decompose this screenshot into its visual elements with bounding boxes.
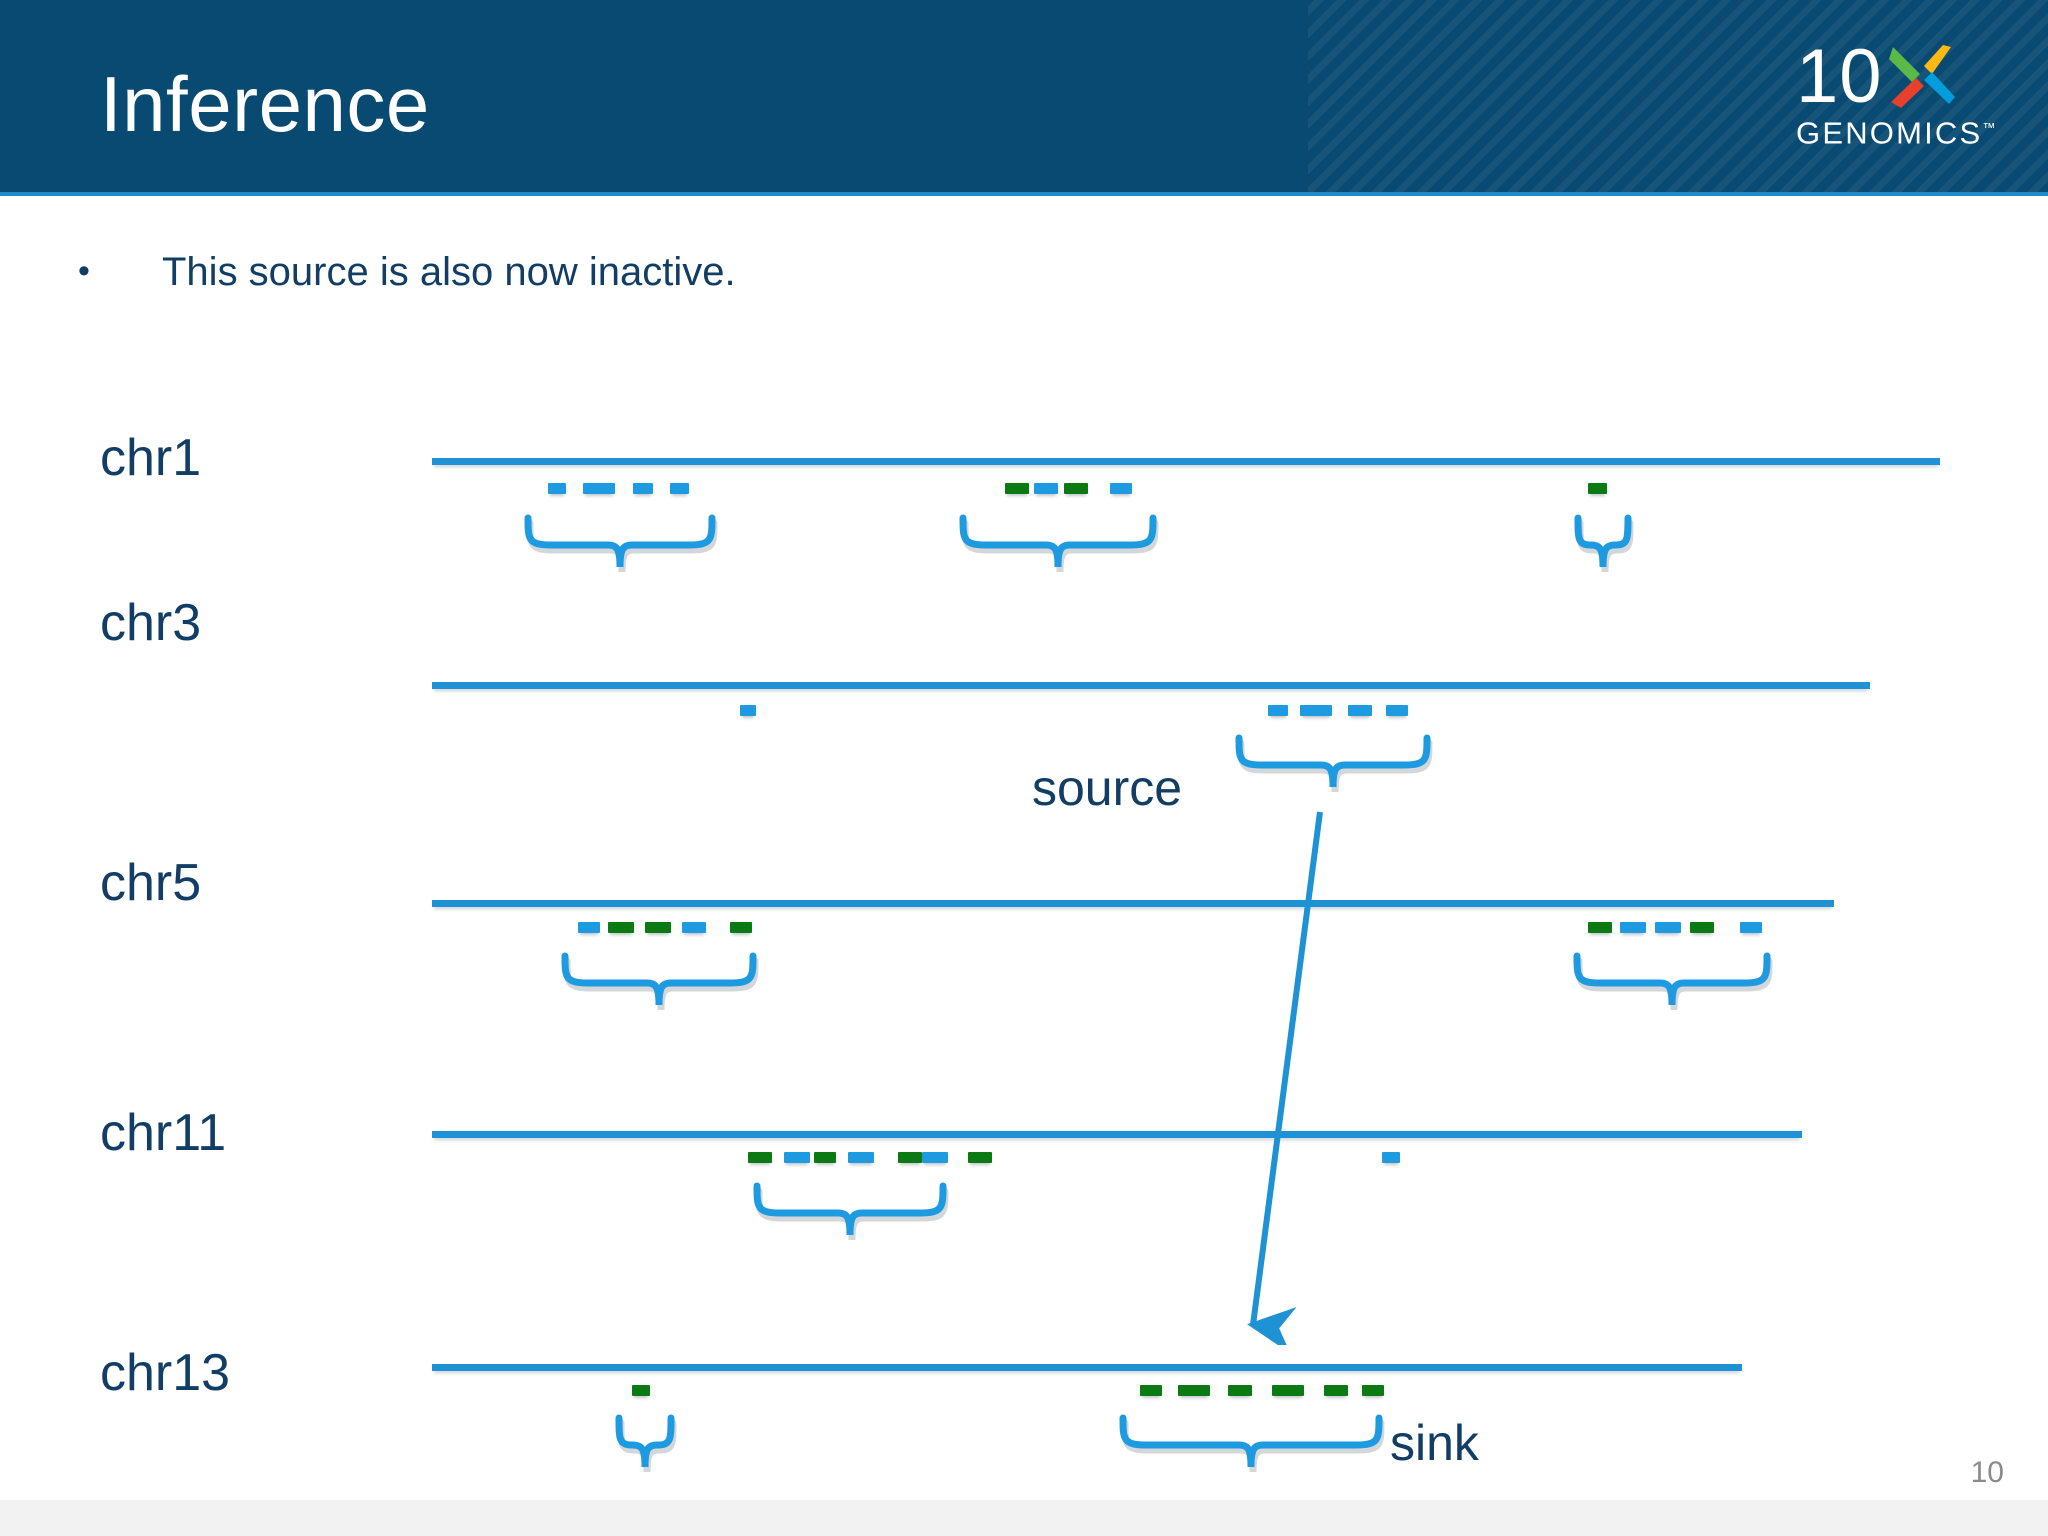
logo-wordmark: GENOMICS™ <box>1796 112 1996 149</box>
x-mark-icon <box>1887 42 1957 112</box>
page-title: Inference <box>100 60 430 148</box>
chromosome-label-chr11: chr11 <box>100 1104 227 1162</box>
read-segment <box>1740 922 1762 933</box>
read-segment <box>583 483 615 494</box>
read-segment <box>608 922 634 933</box>
page-number: 10 <box>1970 1456 2004 1489</box>
read-segment <box>748 1152 772 1163</box>
source-to-sink-arrow <box>1223 802 1350 1354</box>
bullet-list-item: • This source is also now inactive. <box>78 248 1478 296</box>
molecule-brace <box>1118 1410 1388 1481</box>
sink-annotation-label: sink <box>1390 1415 1479 1471</box>
read-segment <box>814 1152 836 1163</box>
read-segment <box>1268 705 1288 716</box>
molecule-brace <box>614 1410 680 1481</box>
read-segment <box>1620 922 1646 933</box>
chromosome-axis-chr3 <box>432 682 1870 689</box>
read-segment <box>1300 705 1332 716</box>
read-segment <box>1110 483 1132 494</box>
slide-header: Inference 10 GENOMICS™ <box>0 0 2048 194</box>
read-segment <box>1362 1385 1384 1396</box>
read-segment <box>682 922 706 933</box>
read-segment <box>1588 922 1612 933</box>
read-segment <box>848 1152 874 1163</box>
chromosome-axis-chr5 <box>432 900 1834 907</box>
molecule-brace <box>1234 730 1436 801</box>
header-accent-rule <box>0 192 2048 196</box>
molecule-brace <box>1573 510 1637 581</box>
read-segment <box>730 922 752 933</box>
read-segment <box>1382 1152 1400 1163</box>
molecule-brace <box>560 948 762 1019</box>
read-segment <box>1324 1385 1348 1396</box>
chromosome-axis-chr1 <box>432 458 1940 465</box>
read-segment <box>1690 922 1714 933</box>
bullet-marker-icon: • <box>78 252 90 290</box>
molecule-brace <box>1572 948 1776 1019</box>
read-segment <box>645 922 671 933</box>
read-segment <box>548 483 566 494</box>
read-segment <box>1005 483 1029 494</box>
bullet-text: This source is also now inactive. <box>162 250 736 294</box>
read-segment <box>1178 1385 1210 1396</box>
logo-wordmark-text: GENOMICS <box>1796 115 1983 151</box>
chromosome-label-chr1: chr1 <box>100 429 202 487</box>
read-segment <box>1272 1385 1304 1396</box>
molecule-brace <box>523 510 721 581</box>
brand-logo: 10 GENOMICS™ <box>1796 38 1996 156</box>
read-segment <box>578 922 600 933</box>
chromosome-axis-chr11 <box>432 1131 1802 1138</box>
read-segment <box>1588 483 1607 494</box>
molecule-brace <box>752 1178 952 1249</box>
read-segment <box>1228 1385 1252 1396</box>
read-segment <box>1064 483 1088 494</box>
read-segment <box>633 483 653 494</box>
logo-top-row: 10 <box>1796 38 1996 116</box>
chromosome-label-chr3: chr3 <box>100 594 202 652</box>
read-segment <box>968 1152 992 1163</box>
read-segment <box>898 1152 922 1163</box>
read-segment <box>784 1152 810 1163</box>
trademark-icon: ™ <box>1982 120 1996 135</box>
read-segment <box>922 1152 948 1163</box>
chromosome-label-chr13: chr13 <box>100 1344 231 1402</box>
footer-bar <box>0 1500 2048 1536</box>
read-segment <box>1386 705 1408 716</box>
logo-number: 10 <box>1796 34 1883 119</box>
read-segment <box>740 705 756 716</box>
read-segment <box>1034 483 1058 494</box>
read-segment <box>632 1385 650 1396</box>
molecule-brace <box>958 510 1162 581</box>
chromosome-axis-chr13 <box>432 1364 1742 1371</box>
chromosome-label-chr5: chr5 <box>100 854 202 912</box>
read-segment <box>1140 1385 1162 1396</box>
read-segment <box>1348 705 1372 716</box>
source-annotation-label: source <box>1032 760 1183 816</box>
read-segment <box>1655 922 1681 933</box>
read-segment <box>670 483 689 494</box>
